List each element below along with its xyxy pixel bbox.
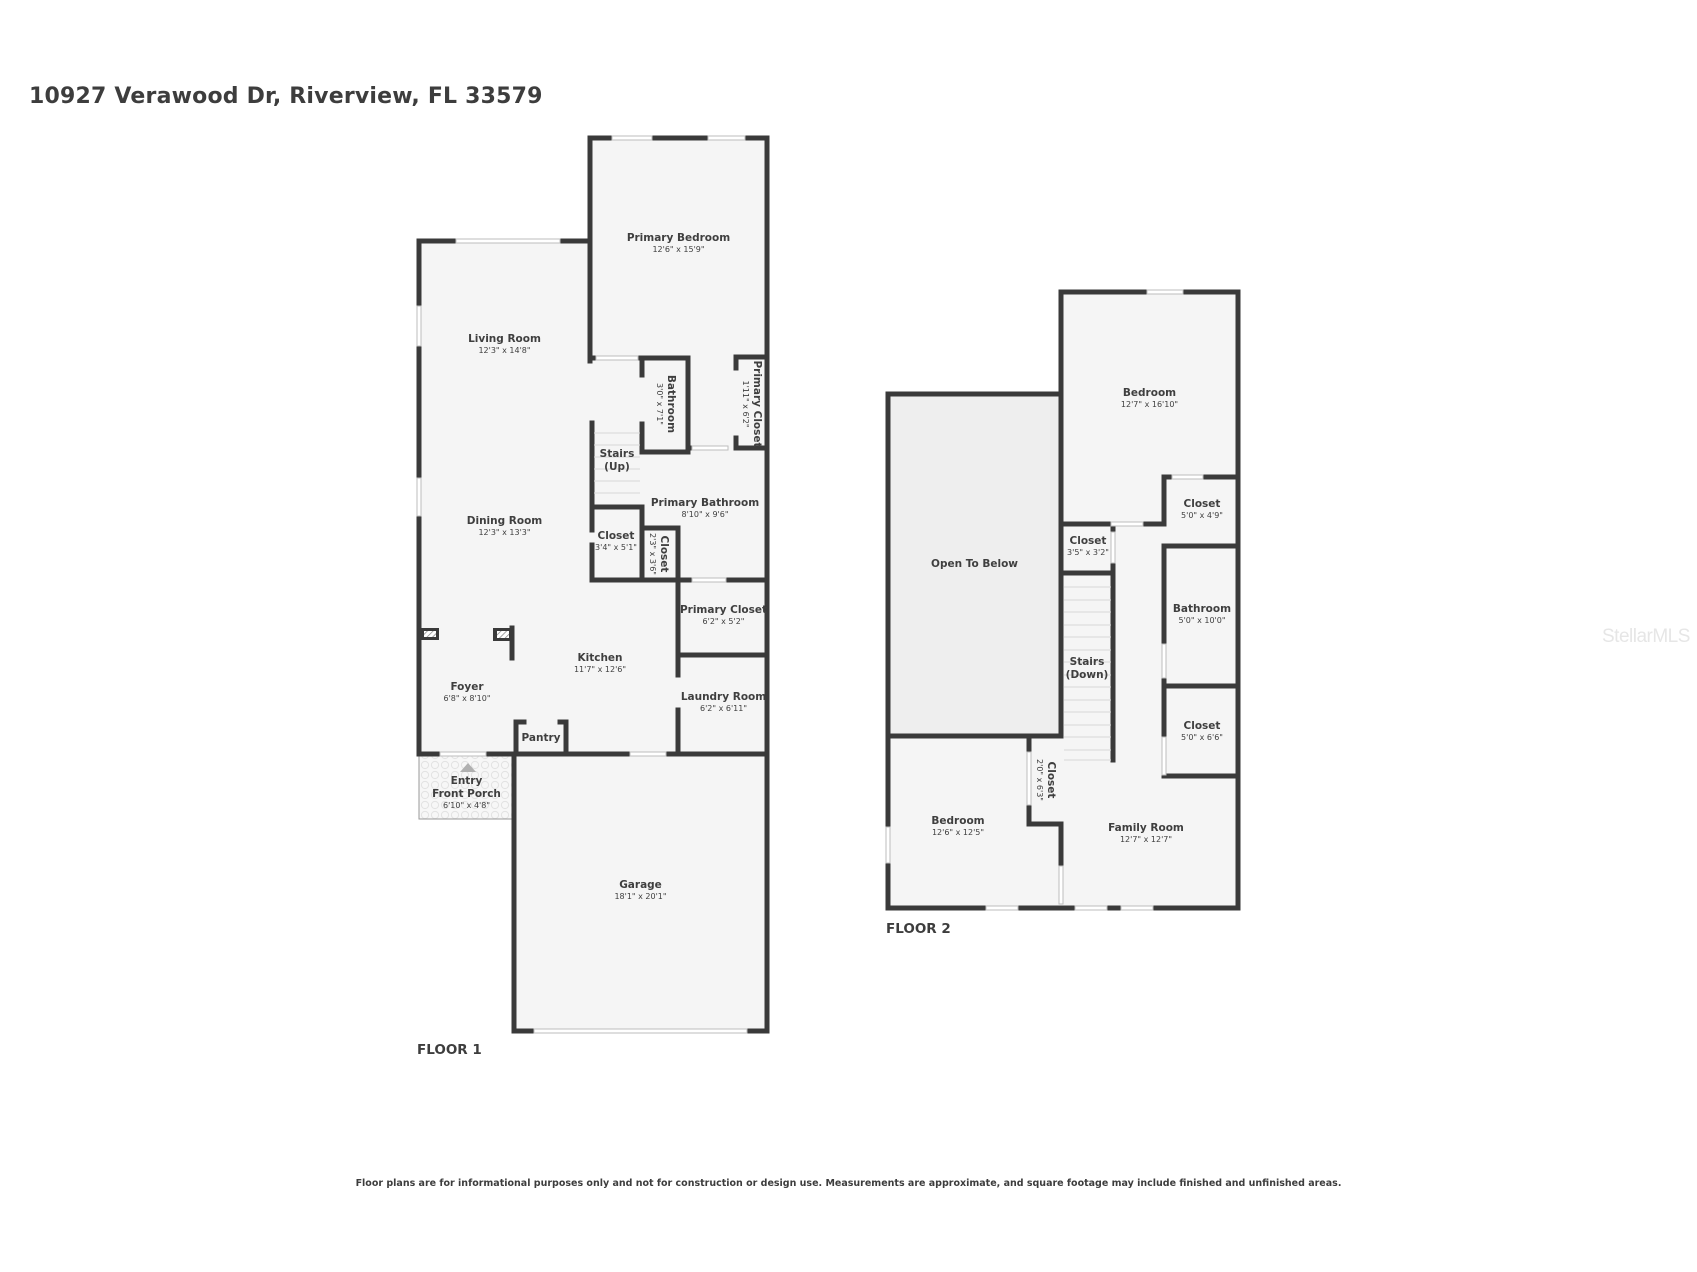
room-name: Primary Closet — [750, 360, 763, 448]
room-dimensions: 2'0" x 6'3" — [1034, 759, 1044, 801]
room-dimensions: 3'0" x 7'1" — [654, 383, 664, 425]
room-name: Foyer — [450, 681, 484, 693]
room-foyer: Foyer 6'8" x 8'10" — [419, 681, 515, 705]
room-name: Kitchen — [577, 652, 623, 664]
room-name: Closet — [597, 530, 635, 542]
room-dimensions: 5'0" x 6'6" — [1181, 733, 1223, 743]
room-dimensions: 12'3" x 14'8" — [478, 346, 531, 356]
floor-1-plan — [416, 135, 770, 1034]
room-bathroom-2: Bathroom 5'0" x 10'0" — [1166, 603, 1238, 627]
room-primary-bathroom: Primary Bathroom 8'10" x 9'6" — [644, 497, 766, 521]
room-dimensions: 6'8" x 8'10" — [443, 694, 491, 704]
open-to-below: Open To Below — [888, 558, 1061, 571]
room-name: Family Room — [1108, 822, 1184, 834]
room-name: Primary Closet — [679, 604, 768, 616]
room-bedroom-2: Bedroom 12'7" x 16'10" — [1061, 387, 1238, 411]
stairs-direction: (Down) — [1065, 669, 1109, 682]
room-stairs-up: Stairs (Up) — [594, 448, 640, 474]
room-closet-5x4: Closet 5'0" x 4'9" — [1166, 498, 1238, 522]
room-bathroom: Bathroom 3'0" x 7'1" — [653, 361, 677, 447]
room-dimensions: 6'2" x 5'2" — [702, 617, 745, 627]
room-dimensions: 5'0" x 10'0" — [1178, 616, 1226, 626]
room-name: Bedroom — [931, 815, 985, 827]
floor-2-plan — [885, 289, 1241, 911]
room-closet-3x3: Closet 3'5" x 3'2" — [1063, 535, 1113, 559]
room-living-room: Living Room 12'3" x 14'8" — [419, 333, 590, 357]
room-name: Closet — [1183, 498, 1221, 510]
room-dimensions: 2'3" x 3'6" — [647, 533, 657, 575]
room-dimensions: 1'11" x 6'2" — [740, 380, 750, 428]
room-dimensions: 6'2" x 6'11" — [699, 704, 748, 714]
room-name: Pantry — [521, 732, 561, 744]
room-closet-5x6: Closet 5'0" x 6'6" — [1166, 720, 1238, 744]
room-family-room: Family Room 12'7" x 12'7" — [1061, 822, 1231, 846]
room-name: Stairs — [599, 448, 635, 460]
room-stairs-down: Stairs (Down) — [1063, 656, 1111, 682]
room-dining-room: Dining Room 12'3" x 13'3" — [419, 515, 590, 539]
room-name: Garage — [619, 879, 662, 891]
room-dimensions: 12'7" x 12'7" — [1119, 835, 1173, 845]
room-laundry: Laundry Room 6'2" x 6'11" — [680, 691, 767, 715]
room-kitchen: Kitchen 11'7" x 12'6" — [540, 652, 660, 676]
room-name: Stairs — [1069, 656, 1105, 668]
stairs-direction: (Up) — [604, 461, 630, 474]
entry-label: Entry — [450, 775, 483, 787]
room-closet-hall: Closet 3'4" x 5'1" — [592, 530, 640, 554]
property-address-title: 10927 Verawood Dr, Riverview, FL 33579 — [29, 84, 543, 109]
room-front-porch: Entry Front Porch 6'10" x 4'8" — [419, 775, 514, 812]
room-bedroom-3: Bedroom 12'6" x 12'5" — [888, 815, 1028, 839]
room-name: Primary Bathroom — [650, 497, 760, 509]
room-dimensions: 12'6" x 12'5" — [931, 828, 985, 838]
room-closet-small: Closet 2'3" x 3'6" — [646, 529, 670, 579]
room-primary-closet-narrow: Primary Closet 1'11" x 6'2" — [739, 359, 763, 449]
room-name: Closet — [1069, 535, 1107, 547]
room-garage: Garage 18'1" x 20'1" — [514, 879, 767, 903]
room-pantry: Pantry — [516, 732, 566, 745]
room-name: Bathroom — [664, 374, 677, 434]
room-name: Closet — [1183, 720, 1221, 732]
room-dimensions: 8'10" x 9'6" — [681, 510, 729, 520]
room-dimensions: 11'7" x 12'6" — [573, 665, 627, 675]
room-dimensions: 12'7" x 16'10" — [1120, 400, 1179, 410]
room-primary-bedroom: Primary Bedroom 12'6" x 15'9" — [590, 232, 767, 256]
room-name: Open To Below — [931, 558, 1018, 570]
room-name: Front Porch — [432, 788, 501, 801]
watermark-logo: StellarMLS — [1602, 626, 1690, 647]
room-name: Closet — [657, 535, 670, 573]
room-dimensions: 6'10" x 4'8" — [442, 801, 491, 811]
room-dimensions: 12'3" x 13'3" — [478, 528, 531, 538]
room-dimensions: 3'5" x 3'2" — [1067, 548, 1109, 558]
room-name: Living Room — [468, 333, 541, 345]
room-dimensions: 5'0" x 4'9" — [1181, 511, 1223, 521]
room-primary-closet: Primary Closet 6'2" x 5'2" — [680, 604, 767, 628]
room-name: Dining Room — [466, 515, 543, 527]
room-closet-2x6: Closet 2'0" x 6'3" — [1033, 750, 1057, 810]
room-name: Bedroom — [1122, 387, 1177, 399]
room-dimensions: 3'4" x 5'1" — [595, 543, 637, 553]
room-name: Primary Bedroom — [626, 232, 731, 244]
room-name: Closet — [1044, 761, 1057, 799]
room-name: Laundry Room — [680, 691, 767, 703]
floor-1-label: FLOOR 1 — [417, 1042, 482, 1058]
floor-2-label: FLOOR 2 — [886, 921, 951, 937]
room-dimensions: 12'6" x 15'9" — [652, 245, 705, 255]
room-dimensions: 18'1" x 20'1" — [614, 892, 667, 902]
disclaimer-text: Floor plans are for informational purpos… — [355, 1178, 1342, 1189]
room-name: Bathroom — [1172, 603, 1232, 615]
